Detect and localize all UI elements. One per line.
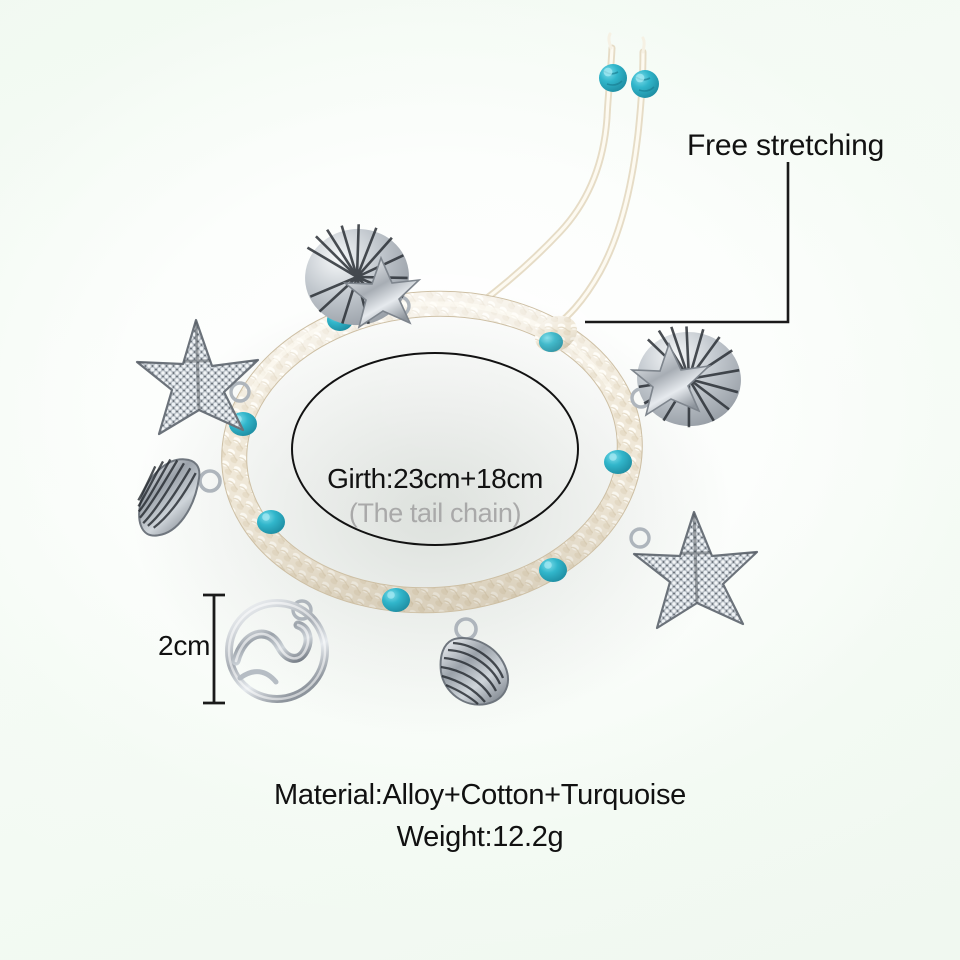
charm-clam-shell-left bbox=[137, 458, 222, 537]
tail-end-beads bbox=[599, 64, 659, 98]
product-spec-block: Material:Alloy+Cotton+Turquoise Weight:1… bbox=[0, 774, 960, 858]
tail-chain-note: (The tail chain) bbox=[348, 498, 522, 528]
free-stretching-leader-line bbox=[585, 162, 790, 324]
dimension-label-2cm: 2cm bbox=[158, 630, 211, 661]
free-stretching-label: Free stretching bbox=[687, 129, 885, 162]
dimension-bar-2cm bbox=[203, 593, 225, 705]
charm-shell-starfish-top bbox=[305, 224, 422, 329]
charm-clam-shell-bottom bbox=[439, 617, 509, 706]
girth-callout-oval bbox=[291, 352, 579, 546]
spec-material: Material:Alloy+Cotton+Turquoise bbox=[274, 779, 686, 811]
spec-weight: Weight:12.2g bbox=[396, 821, 564, 853]
girth-callout-text: Girth:23cm+18cm (The tail chain) bbox=[291, 352, 579, 546]
girth-value: Girth:23cm+18cm bbox=[327, 463, 543, 494]
charm-wave-circle bbox=[225, 599, 329, 703]
charm-shell-starfish-right bbox=[629, 326, 741, 428]
